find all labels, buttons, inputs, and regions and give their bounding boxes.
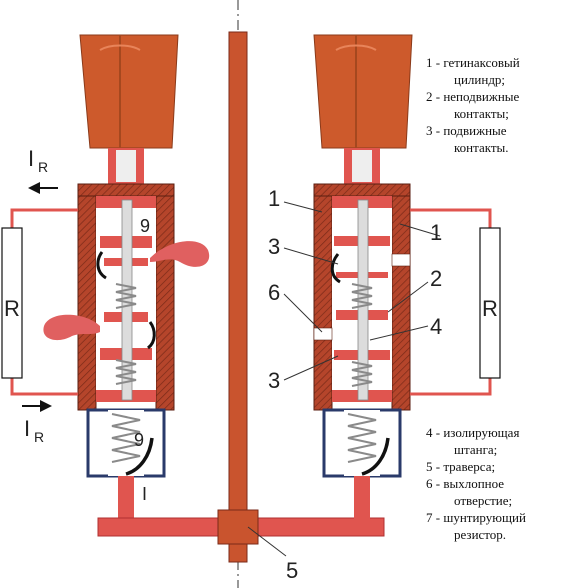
left-resistor-label: R xyxy=(4,296,20,321)
num6-label: 6 xyxy=(268,280,280,305)
num3-a-label: 3 xyxy=(268,234,280,259)
right-resistor xyxy=(479,227,501,379)
ir-bottom-label: I xyxy=(24,416,30,441)
left-upper-arc xyxy=(150,241,210,267)
num1-a-label: 1 xyxy=(268,186,280,211)
left-cylinder-right-wall xyxy=(155,183,175,411)
right-cylinder-left-wall xyxy=(313,183,333,411)
num9-upper: 9 xyxy=(140,216,150,236)
right-resistor-wire xyxy=(410,208,492,396)
right-bushing xyxy=(313,34,413,149)
left-middle-spring xyxy=(115,359,137,385)
left-cylinder-left-wall xyxy=(77,183,97,411)
current-i-label: I xyxy=(142,484,147,504)
left-lower-arc xyxy=(43,314,100,341)
left-unit: R I R I R 9 9 I xyxy=(1,34,210,524)
num9-lower: 9 xyxy=(134,430,144,450)
num4-label: 4 xyxy=(430,314,442,339)
left-upper-spring xyxy=(115,283,137,309)
num1-b-label: 1 xyxy=(430,220,442,245)
left-bushing xyxy=(79,34,179,149)
ir-top-sub: R xyxy=(38,159,48,175)
right-unit: R 1 3 6 3 1 2 4 xyxy=(268,34,501,524)
legend-item-5: 5 - траверса; xyxy=(426,459,496,474)
left-resistor xyxy=(1,227,23,379)
num2-label: 2 xyxy=(430,266,442,291)
ir-bottom-sub: R xyxy=(34,429,44,445)
ir-top-label: I xyxy=(28,146,34,171)
num3-b-label: 3 xyxy=(268,368,280,393)
right-resistor-label: R xyxy=(482,296,498,321)
num5-label: 5 xyxy=(286,558,298,583)
insulating-rod xyxy=(228,31,248,563)
